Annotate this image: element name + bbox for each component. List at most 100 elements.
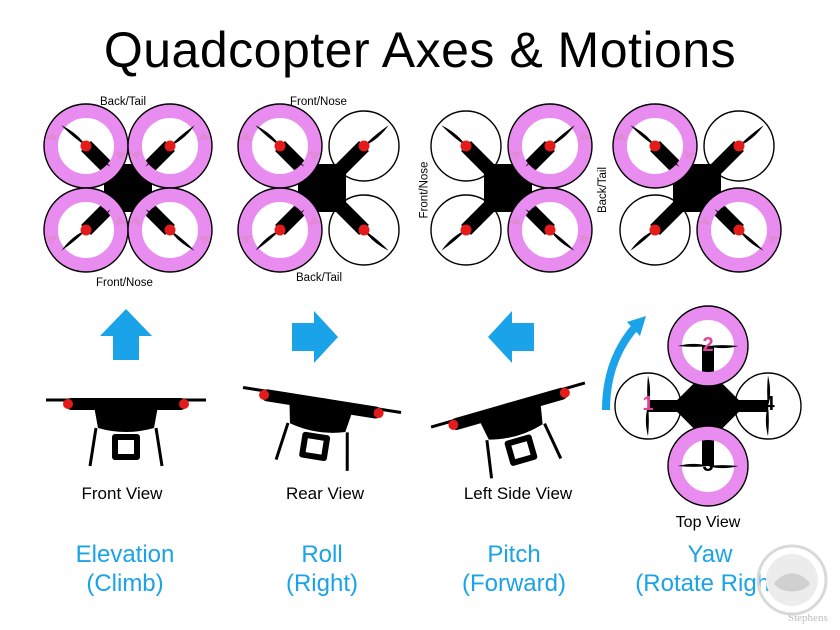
top-rotor-outline <box>614 372 682 440</box>
rotation-arrow-icon <box>45 235 58 244</box>
drone-left-light <box>63 399 73 409</box>
motor-dot <box>649 140 661 152</box>
left-side-view-label: Left Side View <box>463 484 573 503</box>
motor-dot <box>274 224 286 236</box>
rotor <box>612 103 698 189</box>
motor-dot <box>164 224 176 236</box>
rotor-outline <box>328 110 400 182</box>
rotation-arrow-icon <box>114 216 127 225</box>
drone-left-side-view <box>430 381 586 479</box>
motion-elevation-line1: Elevation <box>75 541 175 568</box>
motion-elevation-line2: (Climb) <box>86 570 164 597</box>
motion-pitch: Pitch (Forward) <box>414 540 614 598</box>
top-rotor-highlight <box>668 426 748 506</box>
motor-dot <box>733 224 745 236</box>
rotor <box>237 103 323 189</box>
quadcopter-diagram-3 <box>430 103 593 273</box>
rotation-arrow-icon <box>698 216 711 225</box>
yaw-arrow-head-icon <box>627 316 646 336</box>
drone-rear-view <box>242 386 402 471</box>
motor-dot <box>460 140 472 152</box>
rotor-highlight-ring <box>44 188 128 272</box>
rotation-arrow-icon <box>509 151 522 160</box>
top-rotor-outline <box>734 372 802 440</box>
diagram1-bottom-label: Front/Nose <box>96 277 153 289</box>
motor-dot <box>80 224 92 236</box>
motor-dot <box>544 224 556 236</box>
rotor-highlight-ring <box>508 188 592 272</box>
quad-arm <box>692 141 744 193</box>
motion-pitch-line2: (Forward) <box>461 570 566 597</box>
rotor <box>703 110 775 182</box>
rotor <box>127 187 213 273</box>
top-rotor-highlight <box>668 306 748 386</box>
rotor <box>430 110 502 182</box>
drone-body <box>478 400 543 440</box>
quad-arm <box>650 183 702 235</box>
rotor <box>430 194 502 266</box>
rotor <box>43 187 129 273</box>
rotation-arrow-icon <box>114 151 127 160</box>
rotor-outline <box>696 187 782 273</box>
rotation-arrow-icon <box>578 235 591 244</box>
drone-silhouettes <box>46 381 586 479</box>
rotor-outline <box>619 194 691 266</box>
drone-body <box>94 398 158 432</box>
quadcopter-diagram-4 <box>612 103 782 273</box>
rotor-highlight-ring <box>128 188 212 272</box>
diagram2-top-label: Front/Nose <box>290 96 347 108</box>
drone-body <box>289 397 353 433</box>
motor-dot <box>358 140 370 152</box>
rotor-outline <box>612 103 698 189</box>
up-arrow-icon <box>100 309 152 360</box>
rotor-outline <box>328 194 400 266</box>
rotor-highlight-ring <box>508 104 592 188</box>
rotor <box>237 187 323 273</box>
rotation-arrow-icon <box>45 132 58 141</box>
rotor <box>507 103 593 189</box>
drone-landing-gear <box>274 422 349 471</box>
rotor-highlight-ring <box>238 104 322 188</box>
yaw-arc-arrow <box>602 323 640 411</box>
rotation-arrow-icon <box>198 235 211 244</box>
direction-arrows <box>100 309 646 411</box>
rear-view-label: Rear View <box>285 484 365 503</box>
rotation-arrow-icon <box>239 132 252 141</box>
drone-landing-gear <box>88 427 164 467</box>
motor-dot <box>544 140 556 152</box>
motor-dot <box>274 140 286 152</box>
motor-dot <box>80 140 92 152</box>
rotation-arrow-icon <box>308 216 321 225</box>
rotor-outline <box>127 187 213 273</box>
quadcopter-diagrams <box>43 103 782 273</box>
rotor <box>127 103 213 189</box>
rotation-arrow-icon <box>509 216 522 225</box>
drone-right-light <box>373 408 384 419</box>
rotor <box>619 194 691 266</box>
drone-landing-gear <box>485 423 563 479</box>
rotor <box>328 110 400 182</box>
left-arrow-icon <box>488 311 534 363</box>
rotor <box>507 187 593 273</box>
rotation-arrow-icon <box>198 132 211 141</box>
top-rotor-outline <box>667 425 749 507</box>
rotation-arrow-icon <box>308 151 321 160</box>
rotor-outline <box>703 110 775 182</box>
rotation-arrow-icon <box>129 216 142 225</box>
quad-arm <box>317 141 369 193</box>
top-rotor-outline <box>667 305 749 387</box>
rotor-number-4: 4 <box>763 393 775 415</box>
quadcopter-diagram-2 <box>237 103 400 273</box>
diagram1-top-label: Back/Tail <box>100 96 147 108</box>
rotor-highlight-ring <box>238 188 322 272</box>
motion-roll-line2: (Right) <box>285 570 358 597</box>
drone-right-light <box>559 387 570 398</box>
motion-elevation: Elevation (Climb) <box>25 540 225 598</box>
motor-dot <box>733 140 745 152</box>
front-view-label: Front View <box>81 484 163 503</box>
rotation-arrow-icon <box>683 151 696 160</box>
motion-roll: Roll (Right) <box>222 540 422 598</box>
rotor-number-1: 1 <box>642 393 654 415</box>
drone-left-light <box>448 419 459 430</box>
rotation-arrow-icon <box>239 235 252 244</box>
